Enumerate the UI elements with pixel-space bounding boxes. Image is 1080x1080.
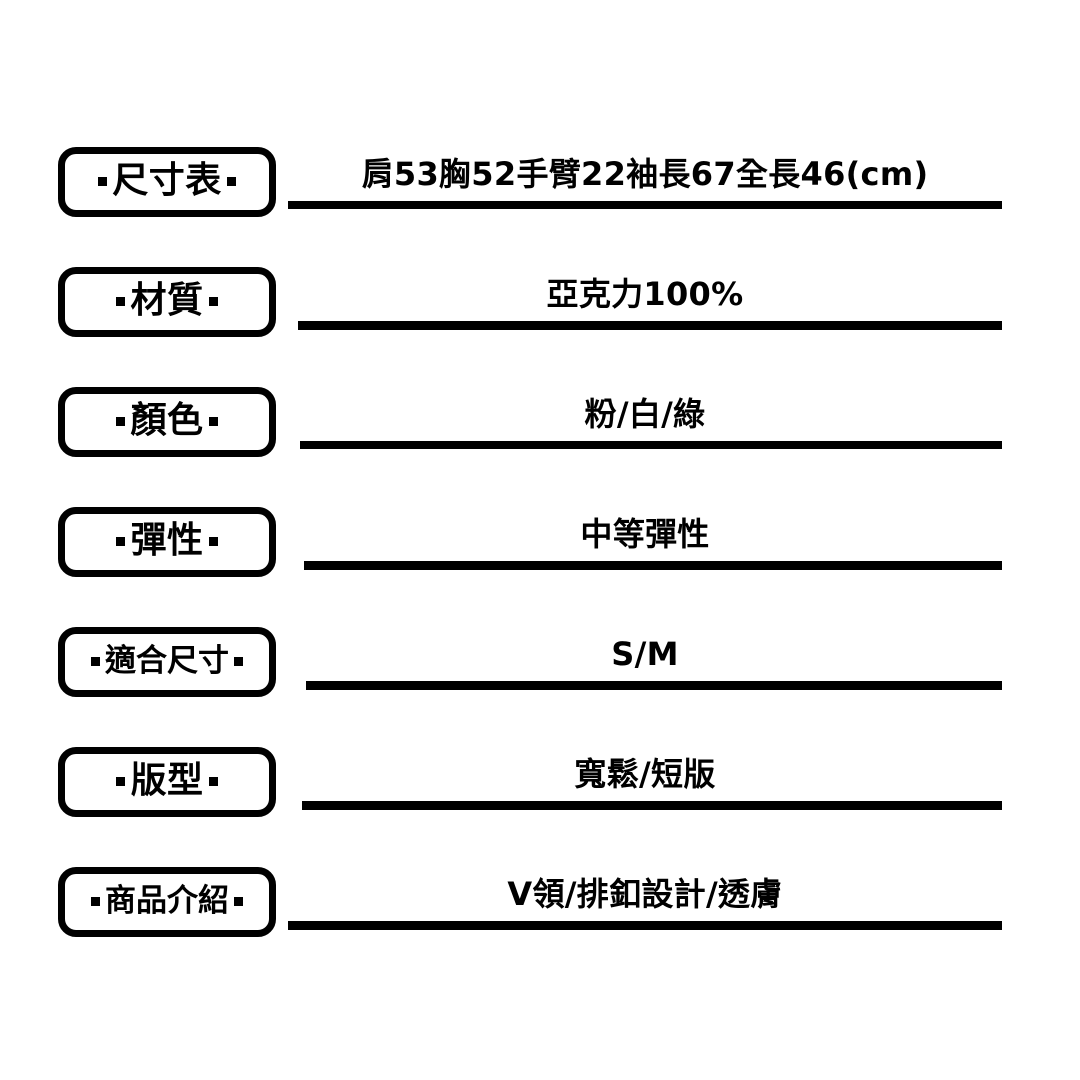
square-bullet-icon <box>208 536 218 546</box>
spec-label-text: 顏色 <box>116 400 218 441</box>
spec-label-text: 商品介紹 <box>91 882 243 919</box>
spec-underline-rule <box>306 681 1002 690</box>
spec-value-area: 粉/白/綠 <box>288 385 1002 505</box>
spec-label-value: 商品介紹 <box>105 882 229 919</box>
spec-label-chip-fit: 版型 <box>58 747 276 817</box>
square-bullet-icon <box>208 776 218 786</box>
square-bullet-icon <box>226 176 236 186</box>
square-bullet-icon <box>116 536 126 546</box>
spec-label-value: 版型 <box>130 760 204 801</box>
spec-label-chip-elasticity: 彈性 <box>58 507 276 577</box>
spec-underline-rule <box>300 441 1002 449</box>
square-bullet-icon <box>91 656 100 666</box>
spec-label-value: 材質 <box>130 280 204 321</box>
spec-value-area: S/M <box>288 625 1002 745</box>
spec-value-text: 中等彈性 <box>580 515 710 553</box>
spec-value-area: 寬鬆/短版 <box>288 745 1002 865</box>
spec-value-text: V領/排釦設計/透膚 <box>507 875 783 913</box>
spec-label-value: 彈性 <box>130 520 204 561</box>
spec-value-area: V領/排釦設計/透膚 <box>288 865 1002 985</box>
spec-value-text: 粉/白/綠 <box>584 395 706 433</box>
spec-label-chip-material: 材質 <box>58 267 276 337</box>
spec-value-area: 中等彈性 <box>288 505 1002 625</box>
square-bullet-icon <box>234 896 243 906</box>
spec-label-text: 版型 <box>116 760 218 801</box>
spec-label-value: 適合尺寸 <box>105 642 229 679</box>
square-bullet-icon <box>208 296 218 306</box>
spec-row: 材質 亞克力100% <box>0 265 1080 385</box>
spec-label-text: 彈性 <box>116 520 218 561</box>
spec-value-text: 寬鬆/短版 <box>574 755 716 793</box>
spec-label-value: 顏色 <box>130 400 204 441</box>
spec-underline-rule <box>288 201 1002 209</box>
spec-underline-rule <box>298 321 1002 330</box>
spec-row: 尺寸表 肩53胸52手臂22袖長67全長46(cm) <box>0 145 1080 265</box>
spec-label-chip-size-chart: 尺寸表 <box>58 147 276 217</box>
spec-row: 版型 寬鬆/短版 <box>0 745 1080 865</box>
square-bullet-icon <box>116 416 126 426</box>
spec-label-text: 材質 <box>116 280 218 321</box>
square-bullet-icon <box>208 416 218 426</box>
spec-row: 適合尺寸 S/M <box>0 625 1080 745</box>
spec-value-text: S/M <box>611 635 679 673</box>
square-bullet-icon <box>116 776 126 786</box>
spec-value-text: 肩53胸52手臂22袖長67全長46(cm) <box>361 155 929 193</box>
spec-row: 彈性 中等彈性 <box>0 505 1080 625</box>
spec-label-chip-product-intro: 商品介紹 <box>58 867 276 937</box>
spec-row: 商品介紹 V領/排釦設計/透膚 <box>0 865 1080 985</box>
spec-underline-rule <box>302 801 1002 810</box>
spec-label-text: 適合尺寸 <box>91 642 243 679</box>
spec-underline-rule <box>304 561 1002 570</box>
spec-value-area: 肩53胸52手臂22袖長67全長46(cm) <box>288 145 1002 265</box>
square-bullet-icon <box>234 656 243 666</box>
square-bullet-icon <box>91 896 100 906</box>
square-bullet-icon <box>98 176 108 186</box>
spec-label-chip-color: 顏色 <box>58 387 276 457</box>
spec-row: 顏色 粉/白/綠 <box>0 385 1080 505</box>
spec-label-text: 尺寸表 <box>98 163 236 199</box>
spec-label-value: 尺寸表 <box>112 160 222 201</box>
spec-value-area: 亞克力100% <box>288 265 1002 385</box>
square-bullet-icon <box>116 296 126 306</box>
spec-label-chip-suitable-size: 適合尺寸 <box>58 627 276 697</box>
spec-value-text: 亞克力100% <box>546 275 744 313</box>
spec-underline-rule <box>288 921 1002 930</box>
